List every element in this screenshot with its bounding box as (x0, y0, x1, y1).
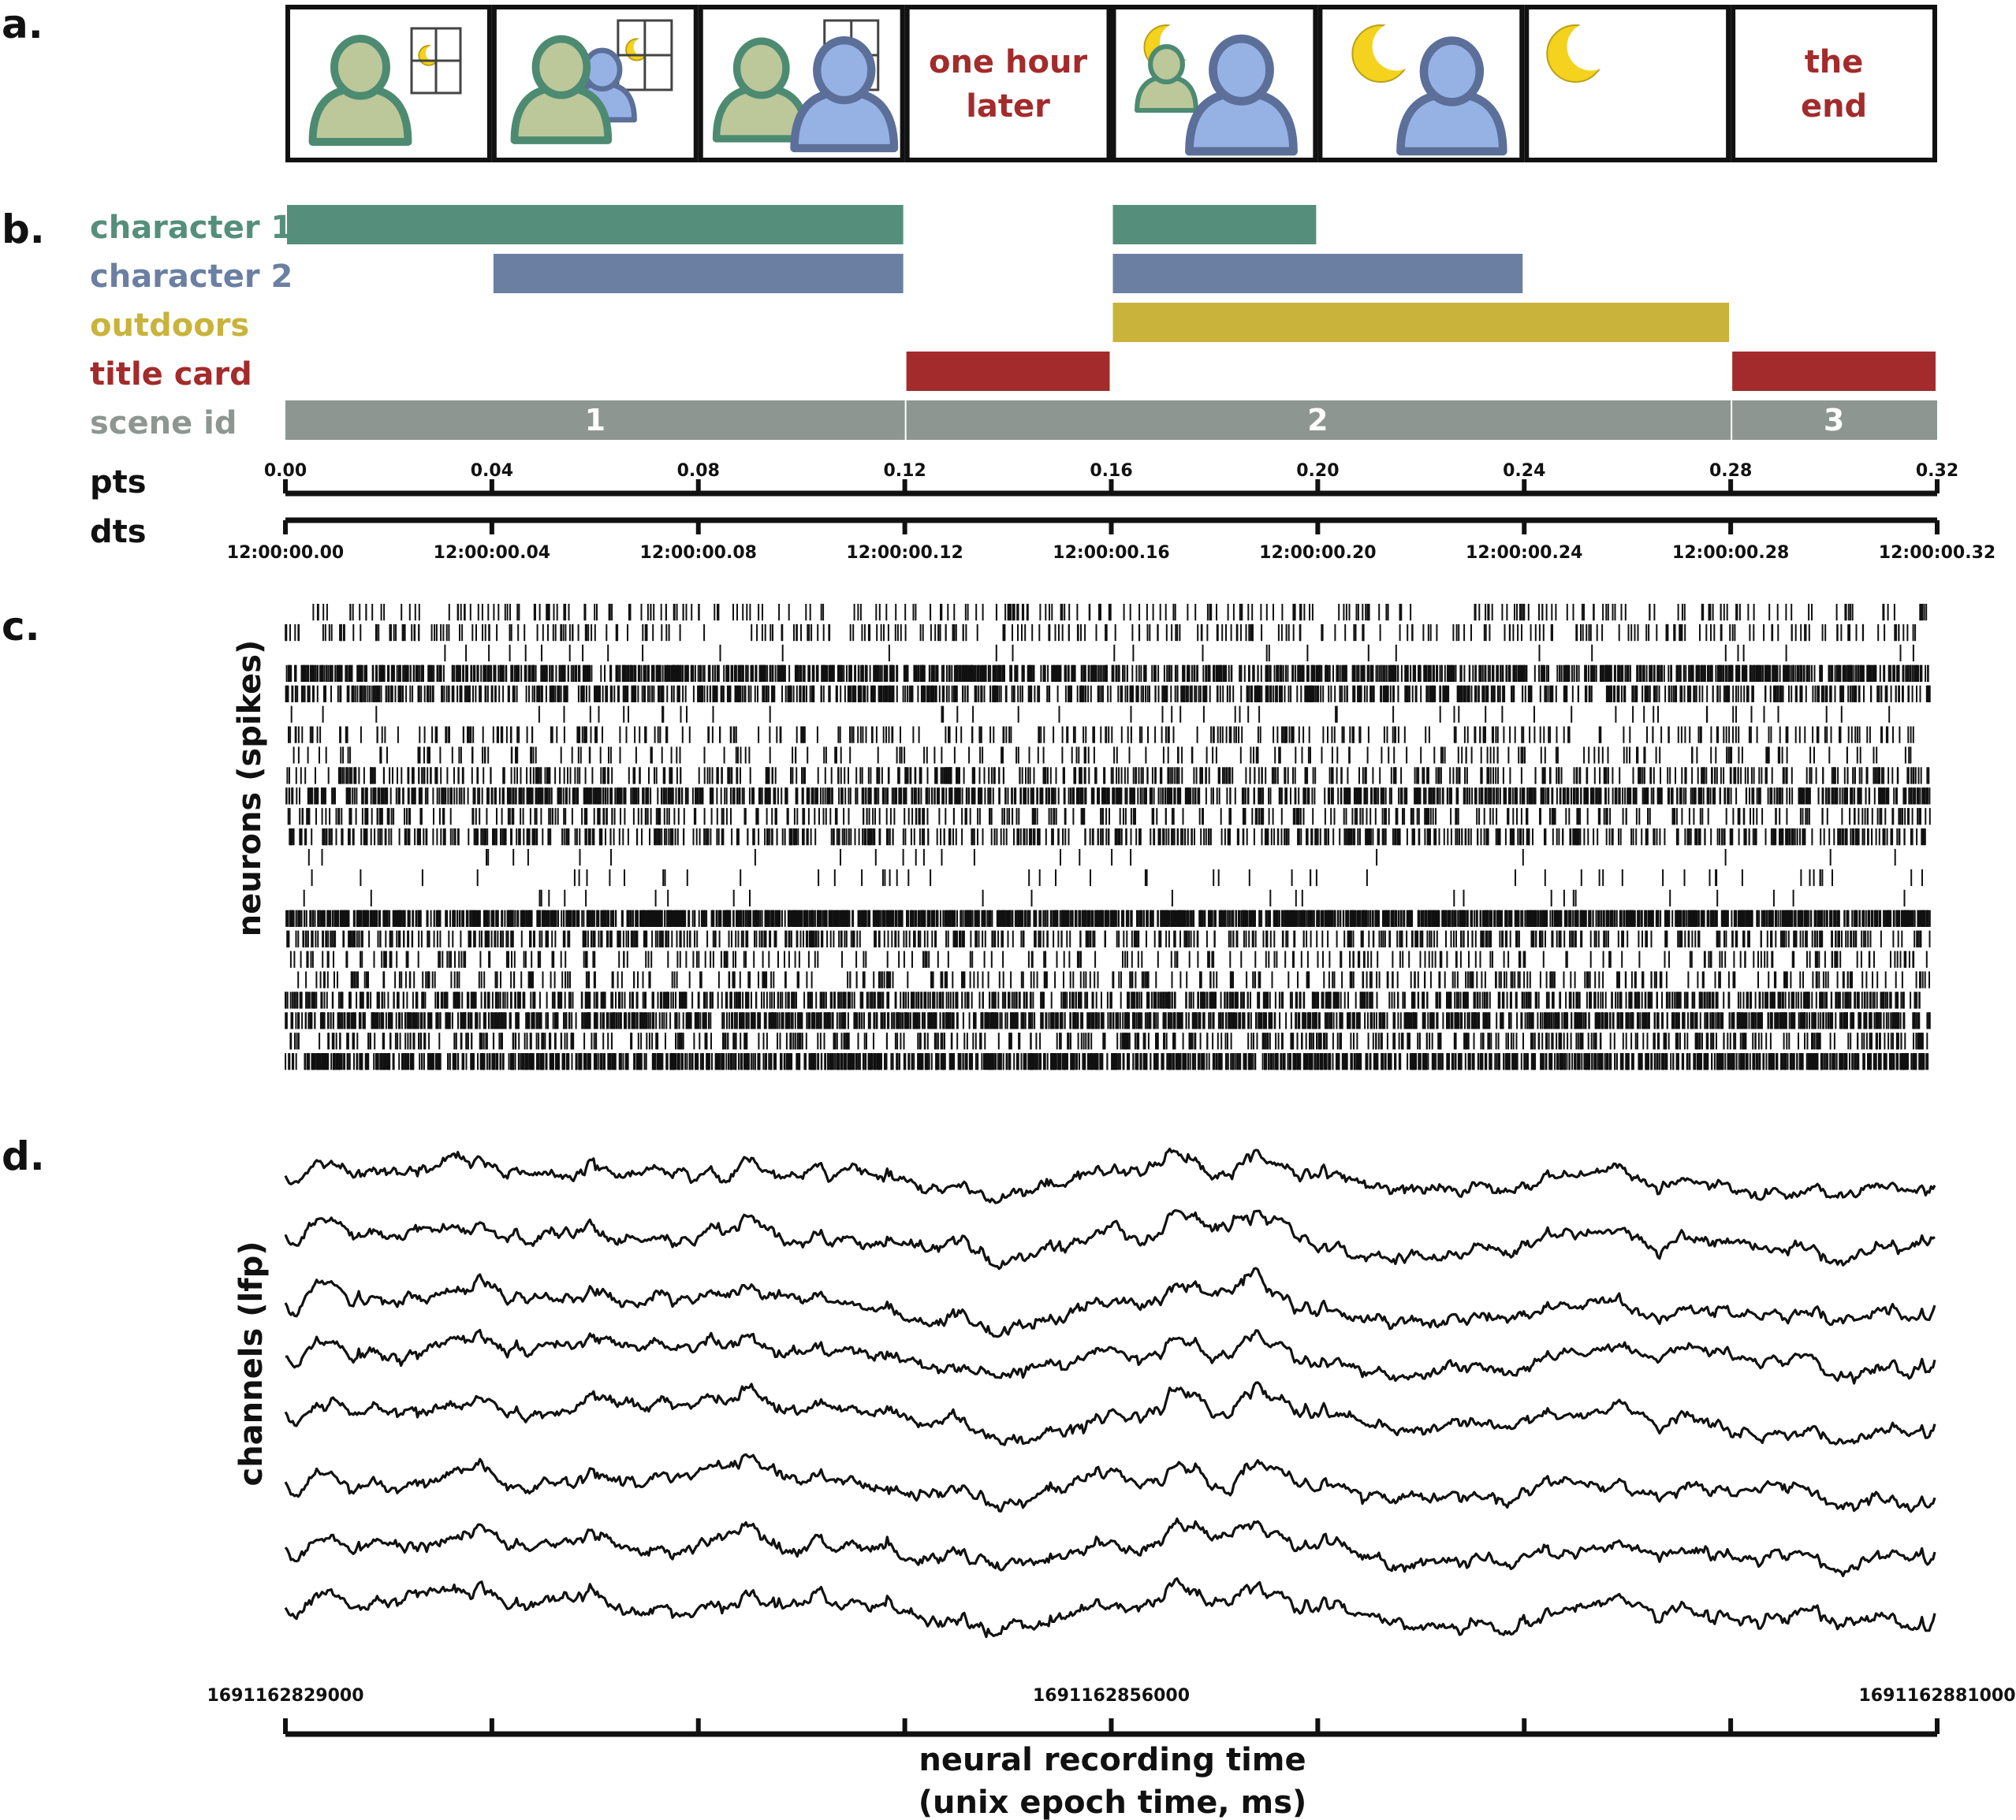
person-head (1148, 44, 1185, 85)
spike-row (444, 644, 1914, 662)
tick-label-dts: 12:00:00.00 (227, 543, 344, 563)
tick-label-dts: 12:00:00.16 (1053, 543, 1169, 563)
spike-row (285, 685, 1931, 702)
tick-label-dts: 12:00:00.32 (1879, 543, 1996, 563)
tick-label-pts: 0.00 (264, 461, 307, 481)
scene-label-2: 2 (1307, 403, 1328, 437)
interval-bar-character2-2 (1112, 254, 1523, 293)
frame-title-line2: later (966, 88, 1050, 125)
scene-bar-1 (285, 400, 905, 440)
person-head (330, 35, 390, 100)
panel-letter-a: a. (2, 2, 43, 47)
scene-label-1: 1 (585, 403, 606, 437)
storyboard-frame-2 (491, 5, 699, 162)
person-head (1419, 36, 1485, 106)
spike-row (285, 664, 1929, 682)
frame-title-line2: end (1801, 88, 1867, 125)
interval-bar-title_card-2 (1732, 352, 1936, 391)
scene-bars: 1 2 3 (285, 400, 1937, 440)
track-label-character-1: character 1 (90, 210, 293, 246)
spike-row (312, 604, 1928, 621)
scene-label-3: 3 (1824, 403, 1844, 437)
spike-row (286, 767, 1930, 784)
storyboard-frame-6 (1317, 5, 1525, 162)
axis-label-pts: pts (90, 464, 147, 501)
interval-bar-character1-1 (287, 205, 904, 244)
raster-rows (285, 604, 1931, 1070)
frame-title-line1: the (1805, 44, 1864, 80)
tick-label-dts: 12:00:00.04 (434, 543, 550, 563)
scene-bar-2 (906, 400, 1731, 440)
person-blue-icon (1185, 34, 1298, 156)
raster-ylabel: neurons (spikes) (232, 640, 268, 937)
track-labels: character 1 character 2 outdoors title card… (90, 210, 293, 441)
person-green-icon (712, 37, 810, 143)
person-head (531, 35, 591, 99)
storyboard-frame-5 (1111, 5, 1318, 162)
tick-label-dts: 12:00:00.08 (640, 543, 757, 563)
person-blue-icon (1396, 36, 1507, 156)
panel-letter-c: c. (2, 604, 40, 649)
track-bars (287, 205, 1936, 391)
tick-label-dts: 12:00:00.28 (1672, 543, 1789, 563)
tick-label-pts: 0.28 (1709, 461, 1752, 481)
tick-label-pts: 0.04 (471, 461, 513, 481)
moon-shape (1351, 24, 1410, 83)
window-icon (617, 19, 673, 91)
storyboard-frame-1 (285, 5, 492, 162)
annotation-timeline: character 1 character 2 outdoors title card… (90, 205, 1996, 563)
track-label-outdoors: outdoors (90, 307, 249, 344)
interval-bar-outdoors-1 (1112, 303, 1730, 342)
interval-bar-character2-1 (493, 254, 904, 293)
storyboard-frame-8: the end (1731, 5, 1937, 162)
storyboard: one hour later the end (285, 5, 1937, 162)
scene-bar-3 (1732, 400, 1937, 440)
frame-title-line1: one hour (929, 44, 1087, 80)
frame-border (1731, 5, 1937, 162)
spike-raster: neurons (spikes) (232, 604, 1931, 1070)
track-label-title-card: title card (90, 356, 252, 393)
person-green-icon (510, 35, 613, 144)
tick-label-dts: 12:00:00.24 (1466, 543, 1582, 563)
tick-label-dts: 12:00:00.12 (846, 543, 963, 563)
tick-label-pts: 0.32 (1916, 461, 1958, 481)
panel-letter-b: b. (2, 207, 45, 252)
moon-icon (1351, 24, 1410, 83)
panel-letter-d: d. (2, 1133, 45, 1179)
tick-label-pts: 0.16 (1090, 461, 1132, 481)
tick-label-pts: 0.12 (883, 461, 926, 481)
spike-row (285, 787, 1931, 805)
axis-label-dts: dts (90, 514, 147, 550)
tick-label-dts: 12:00:00.20 (1259, 543, 1376, 563)
track-label-character-2: character 2 (90, 259, 293, 295)
frame-border (904, 5, 1112, 162)
spike-row (290, 705, 1891, 723)
spike-row (285, 623, 1917, 642)
track-label-scene-id: scene id (90, 405, 237, 441)
tick-label-pts: 0.20 (1296, 461, 1339, 481)
interval-bar-character1-2 (1112, 205, 1317, 244)
window-icon (410, 27, 462, 95)
person-head (813, 35, 876, 105)
storyboard-frame-3 (698, 5, 905, 162)
tick-label-pts: 0.08 (677, 461, 720, 481)
person-head (1209, 34, 1274, 106)
frame-border (1524, 5, 1731, 162)
storyboard-frame-7 (1524, 5, 1731, 162)
moon-shape (1546, 24, 1605, 83)
person-blue-icon (790, 35, 899, 153)
spike-row (288, 726, 1914, 743)
moon-icon (1546, 24, 1605, 83)
interval-bar-title_card-1 (906, 352, 1110, 391)
time-axes: pts 0.00 0.04 0.08 0.12 0.16 0.20 0.24 0.28 0.32 d… (90, 461, 1996, 563)
person-head (732, 37, 790, 99)
storyboard-frame-4: one hour later (904, 5, 1112, 162)
person-green-icon (308, 35, 412, 146)
tick-label-pts: 0.24 (1503, 461, 1545, 481)
person-green-icon (1135, 44, 1198, 114)
spike-row (293, 746, 1912, 764)
